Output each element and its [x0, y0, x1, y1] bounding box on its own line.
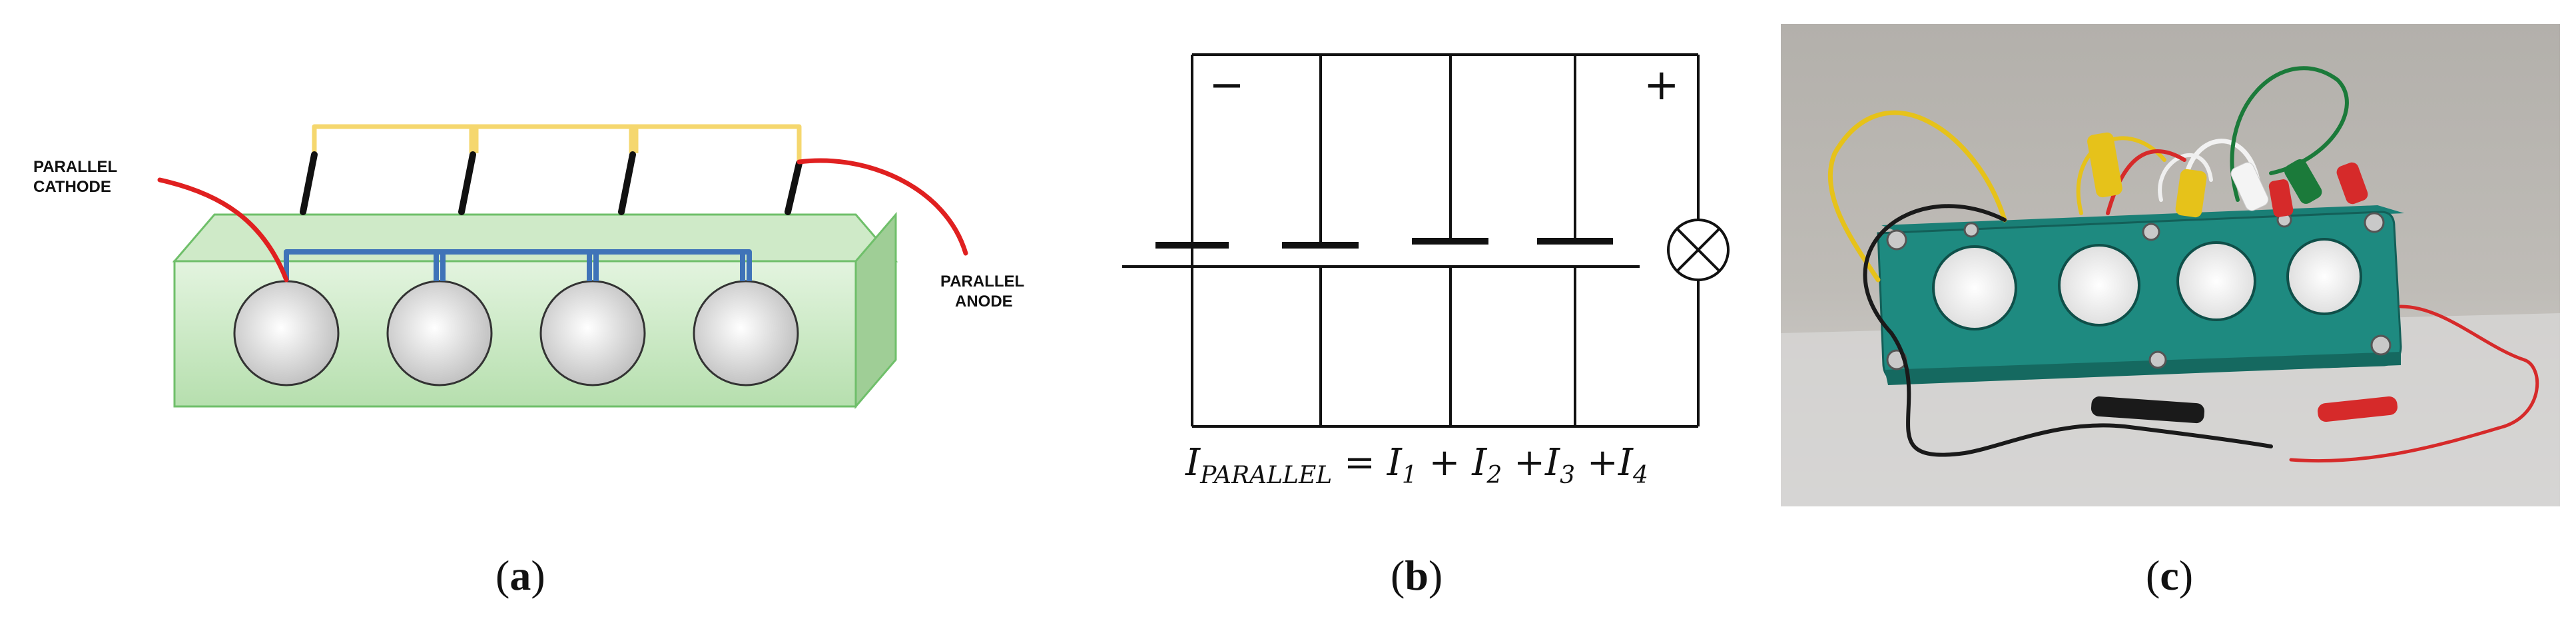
caption-b: (b)	[1391, 552, 1443, 599]
hole-1	[1932, 245, 2017, 330]
battery-box-illustration	[157, 124, 968, 410]
box-side-face	[854, 211, 897, 410]
hole-4	[2286, 238, 2362, 315]
hole-2	[2058, 244, 2140, 326]
clips	[2087, 132, 2398, 424]
yellow-wire-left	[1827, 110, 2007, 283]
caption-c: (c)	[2146, 552, 2194, 599]
housing-bottom	[1885, 352, 2401, 385]
battery-symbols	[1122, 238, 1640, 268]
green-wire	[2230, 66, 2349, 202]
blue-busbar	[284, 249, 752, 281]
plus-sign: +	[1644, 61, 1680, 110]
yellow-busbar	[312, 124, 802, 161]
cell-2	[386, 280, 493, 386]
cell-4	[693, 280, 799, 386]
cell-3	[539, 280, 646, 386]
anode-lead	[797, 158, 968, 256]
parallel-circuit-diagram	[1122, 53, 1730, 428]
cell-1	[233, 280, 340, 386]
anode-label: PARALLEL ANODE	[940, 273, 1025, 311]
panel-a: PARALLEL CATHODE PARALLEL ANODE (a)	[0, 0, 1039, 637]
black-wire-left	[1863, 204, 2126, 457]
cathode-label: PARALLEL CATHODE	[33, 158, 118, 196]
current-formula: IPARALLEL = I1 + I2 +I3 +I4	[1185, 441, 1648, 490]
cathode-lead	[157, 177, 289, 283]
battery-box-photo	[1781, 24, 2560, 506]
anode-terminals	[300, 151, 803, 215]
hole-3	[2176, 241, 2256, 321]
red-wire-right	[2289, 305, 2539, 463]
black-wire-bottom	[2122, 424, 2273, 448]
panel-c: (c)	[1778, 0, 2576, 637]
panel-b: − + (b)	[1066, 0, 1771, 637]
caption-a: (a)	[495, 552, 545, 599]
minus-sign: −	[1209, 61, 1245, 110]
lamp-symbol	[1667, 219, 1730, 281]
